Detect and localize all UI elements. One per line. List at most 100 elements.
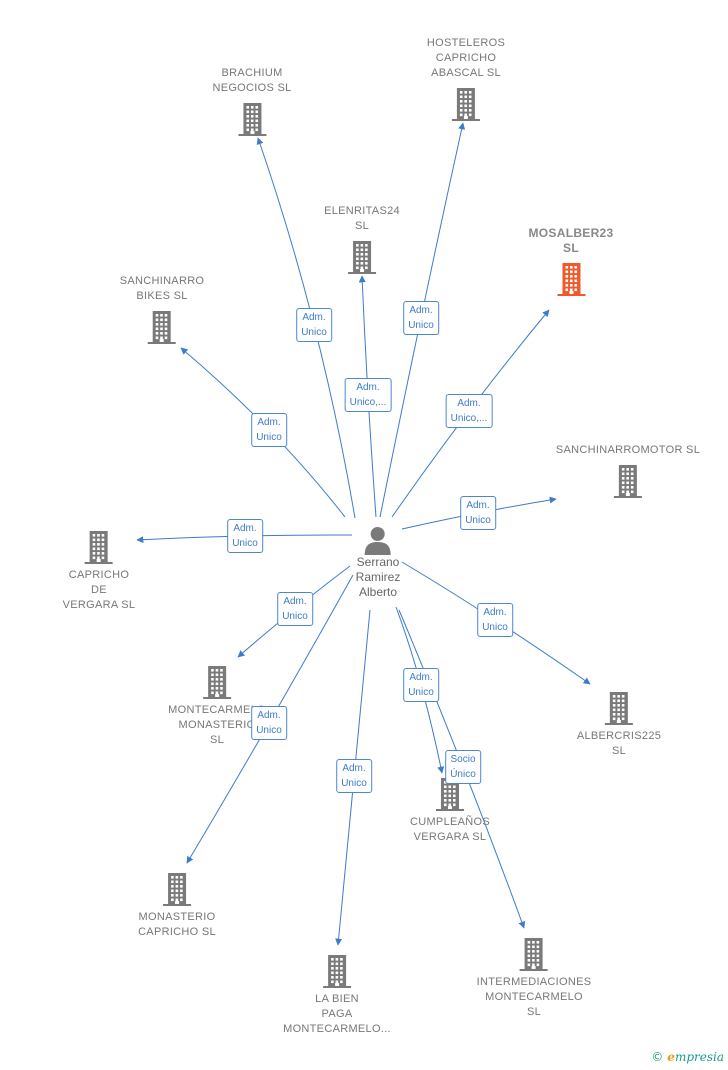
building-icon: [347, 241, 376, 274]
edge-role-label[interactable]: Adm. Unico: [460, 496, 496, 530]
edge-role-text: Unico: [282, 611, 308, 622]
edge-role-text: Unico: [482, 622, 508, 633]
building-icon: [163, 873, 191, 906]
person-name: Serrano Ramirez Alberto: [356, 555, 401, 600]
edge-role-label[interactable]: Adm. Unico: [227, 519, 263, 553]
building-icon: [605, 692, 633, 725]
edge-role-label[interactable]: Adm. Unico: [403, 668, 439, 702]
company-name-line: INTERMEDIACIONES: [476, 976, 592, 988]
company-name-line: ELENRITAS24: [324, 205, 400, 217]
edge-role-text: Adm.: [302, 312, 326, 323]
company-node-intermediaciones[interactable]: INTERMEDIACIONES MONTECARMELO SL: [477, 937, 592, 1020]
edge-role-text: Adm.: [466, 500, 490, 511]
company-name: SANCHINARROMOTOR SL: [556, 443, 700, 458]
copyright-symbol: ©: [651, 1050, 664, 1064]
edge-role-label[interactable]: Adm. Unico: [477, 603, 513, 637]
building-icon: [520, 938, 548, 971]
company-name-line: MONTECARMELO...: [283, 1023, 391, 1035]
company-node-monasterio-capricho[interactable]: MONASTERIO CAPRICHO SL: [138, 872, 216, 940]
edge-role-text: Adm.: [257, 417, 281, 428]
company-name-line: SL: [526, 1006, 542, 1018]
company-name-line: CUMPLEAÑOS: [409, 816, 491, 828]
brand-initial: e: [667, 1050, 675, 1064]
building-icon: [436, 778, 464, 811]
edge-role-label[interactable]: Adm.Unico: [277, 592, 313, 626]
edge-role-label[interactable]: Adm. Unico: [403, 301, 439, 335]
company-name-line: MOSALBER23: [528, 226, 614, 240]
company-name: INTERMEDIACIONES MONTECARMELO SL: [477, 975, 592, 1020]
company-name-line: MONTECARMELO: [168, 704, 266, 716]
building-icon: [614, 465, 642, 498]
edge-role-label[interactable]: Adm.Unico: [336, 759, 372, 793]
edge-role-text: Unico: [408, 320, 434, 331]
edge-role-label[interactable]: Adm. Unico: [251, 706, 287, 740]
company-name-line: SL: [611, 745, 627, 757]
company-name-line: SL: [209, 734, 225, 746]
company-node-sanchinarromotor[interactable]: SANCHINARROMOTOR SL: [556, 443, 700, 498]
company-name-line: VERGARA SL: [62, 599, 136, 611]
edge-role-label[interactable]: Adm. Unico: [296, 308, 332, 342]
edge-role-text: Adm.: [356, 382, 380, 393]
company-name-line: CAPRICHO: [435, 52, 497, 64]
edge-role-text: Adm.: [483, 607, 507, 618]
edge-role-text: Adm.: [342, 763, 366, 774]
building-icon: [237, 103, 266, 136]
edge-role-text: Unico: [232, 538, 258, 549]
building-icon: [452, 88, 480, 121]
company-name-line: SL: [563, 241, 579, 255]
person-name-line: Serrano: [356, 555, 400, 569]
company-name: MONASTERIO CAPRICHO SL: [138, 910, 216, 940]
empresia-logo[interactable]: ©empresia: [651, 1050, 724, 1064]
building-icon: [203, 666, 231, 699]
edge-role-text: Unico,...: [450, 413, 488, 424]
edge-role-label[interactable]: Adm.Unico,...: [445, 394, 493, 428]
edge-role-text: Adm.: [257, 710, 281, 721]
person-icon: [364, 527, 391, 555]
edge-role-label[interactable]: Adm. Unico: [251, 413, 287, 447]
edge-role-text: Unico: [256, 432, 282, 443]
person-node[interactable]: Serrano Ramirez Alberto: [356, 525, 401, 600]
company-name-line: BIKES SL: [136, 290, 188, 302]
building-icon: [84, 531, 113, 564]
edge-role-text: Adm.: [233, 523, 257, 534]
company-name-line: SANCHINARROMOTOR SL: [555, 444, 701, 456]
company-name-line: MONASTERIO: [138, 911, 216, 923]
building-icon: [148, 311, 176, 344]
company-name-line: BRACHIUM: [221, 67, 283, 79]
edge-role-text: Único: [450, 769, 476, 780]
edge-role-text: Socio: [450, 754, 476, 765]
company-name-line: ALBERCRIS225: [576, 730, 662, 742]
company-node-la-bien-paga[interactable]: LA BIEN PAGA MONTECARMELO...: [283, 954, 391, 1037]
edge-role-text: Adm.: [409, 305, 433, 316]
company-name-line: SL: [354, 220, 370, 232]
brand-name: mpresia: [674, 1050, 724, 1064]
edge-role-text: Unico: [408, 687, 434, 698]
edge-role-text: Adm.: [409, 672, 433, 683]
edge-role-text: Unico: [301, 327, 327, 338]
person-name-line: Alberto: [358, 585, 398, 599]
edge-role-text: Unico,...: [349, 397, 387, 408]
company-name-line: PAGA: [321, 1008, 353, 1020]
edge-role-text: Unico: [256, 725, 282, 736]
edge-role-text: Unico: [465, 515, 491, 526]
company-name-line: CAPRICHO SL: [138, 926, 216, 938]
company-name-line: MONTECARMELO: [485, 991, 583, 1003]
company-name-line: LA BIEN: [315, 993, 359, 1005]
edge-role-label[interactable]: Adm. Unico,...: [344, 378, 392, 412]
